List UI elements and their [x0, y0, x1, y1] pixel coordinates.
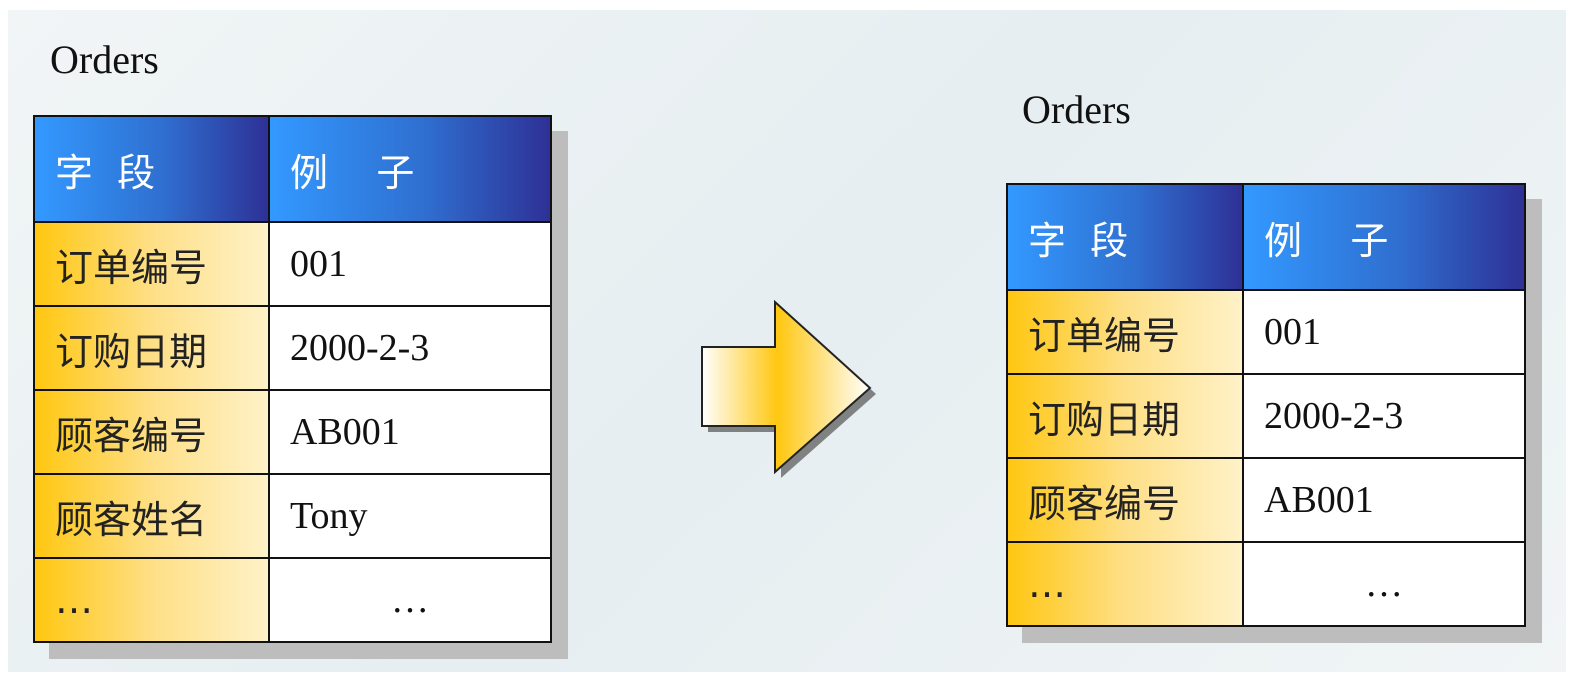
table-header-row: 字 段 例 子 — [33, 115, 552, 223]
header-field: 字 段 — [33, 115, 270, 223]
field-cell: 订单编号 — [1006, 289, 1244, 375]
value-cell: Tony — [268, 473, 552, 559]
right-arrow-icon — [701, 299, 876, 478]
header-field: 字 段 — [1006, 183, 1244, 291]
left-table-title: Orders — [50, 37, 159, 82]
header-example: 例 子 — [1242, 183, 1526, 291]
field-cell: … — [1006, 541, 1244, 627]
field-cell: 订单编号 — [33, 221, 270, 307]
value-cell: AB001 — [1242, 457, 1526, 543]
value-cell: … — [1242, 541, 1526, 627]
value-cell: 001 — [1242, 289, 1526, 375]
field-cell: 订购日期 — [1006, 373, 1244, 459]
header-example: 例 子 — [268, 115, 552, 223]
value-cell: 2000-2-3 — [268, 305, 552, 391]
value-cell: AB001 — [268, 389, 552, 475]
field-cell: 订购日期 — [33, 305, 270, 391]
table-row: …… — [1006, 541, 1526, 627]
field-cell: 顾客编号 — [33, 389, 270, 475]
value-cell: 2000-2-3 — [1242, 373, 1526, 459]
table-header-row: 字 段 例 子 — [1006, 183, 1526, 291]
table-row: …… — [33, 557, 552, 643]
field-cell: 顾客姓名 — [33, 473, 270, 559]
field-cell: … — [33, 557, 270, 643]
field-cell: 顾客编号 — [1006, 457, 1244, 543]
right-table-title: Orders — [1022, 87, 1131, 132]
value-cell: … — [268, 557, 552, 643]
value-cell: 001 — [268, 221, 552, 307]
